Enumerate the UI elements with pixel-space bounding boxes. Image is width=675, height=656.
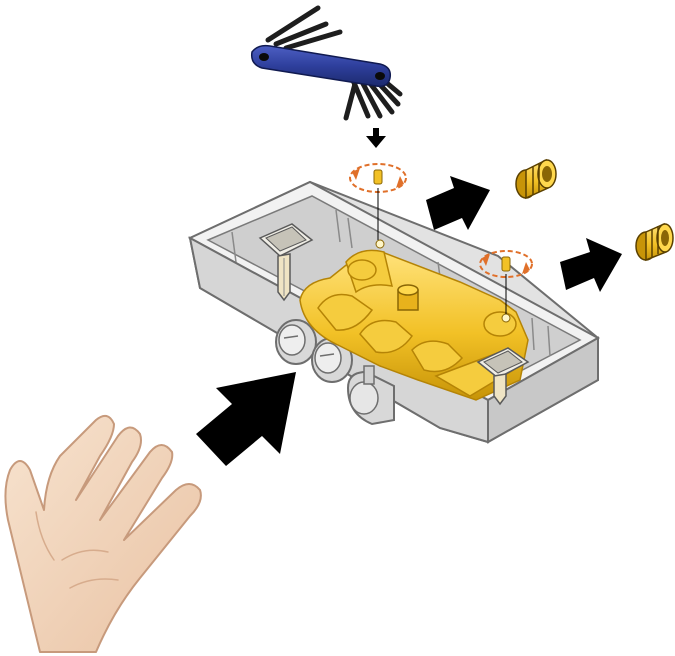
hand-palm [4,414,202,653]
fitting-icon [515,158,674,262]
rotation-indicator-2 [479,250,533,278]
down-arrow-icon [366,128,386,148]
set-screw-hole-1 [375,239,385,249]
manifold [299,239,529,401]
housing-ports [275,319,395,426]
arrow-remove-fitting-1 [426,176,490,230]
set-screw-hole-2 [501,313,511,323]
direction-arrows [196,176,622,466]
rotation-arrowhead [352,168,360,180]
port-right [346,365,395,426]
arrow-push-manifold [196,372,296,466]
set-screw-2 [479,250,533,314]
set-screw-1 [349,163,407,240]
hex-key-icon [250,5,403,121]
hex-key-handle [250,44,392,88]
hand-icon [4,414,202,653]
port-left [275,319,317,365]
hand-creases [35,511,119,589]
hex-key-pivot-left [259,53,269,61]
port-middle [311,337,353,383]
manifold-stud [397,284,419,311]
arrow-remove-fitting-2 [560,238,622,292]
hex-key-pivot-right [375,72,385,80]
end-fitting-1 [515,158,557,200]
mounting-clip-left [258,223,314,302]
end-fitting-2 [635,222,674,262]
mounting-clip-right [476,347,530,406]
